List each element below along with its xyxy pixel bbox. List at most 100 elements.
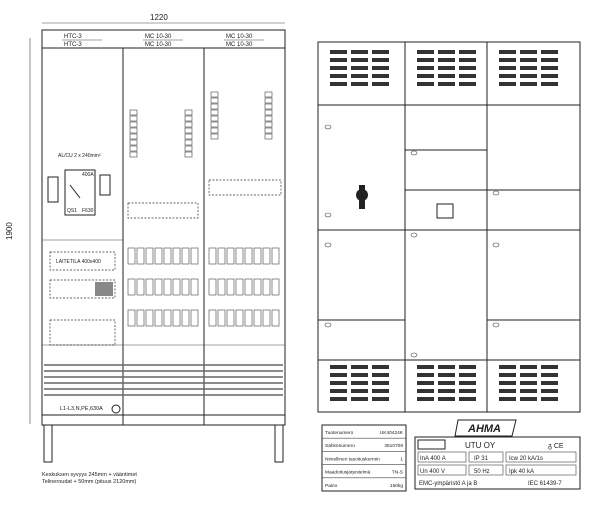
device-space: LAITETILA 400x400 — [49, 251, 116, 346]
vent-slot — [520, 389, 537, 393]
vent-slot — [417, 82, 434, 86]
svg-text:HTC-3: HTC-3 — [64, 34, 82, 40]
breaker — [262, 309, 271, 327]
breaker — [136, 278, 145, 296]
breaker — [208, 278, 217, 296]
vent-slot — [330, 397, 347, 401]
vent-slot — [438, 389, 455, 393]
vent-slot — [351, 66, 368, 70]
vent-slot — [372, 58, 389, 62]
info-label: Nimellinen tasoituskerroin — [325, 456, 380, 462]
vent-slot — [351, 365, 368, 369]
breaker — [244, 247, 253, 265]
info-value: 3510708 — [384, 443, 403, 449]
vent-slot — [438, 365, 455, 369]
breaker — [253, 309, 262, 327]
breaker — [181, 247, 190, 265]
vent-slot — [372, 82, 389, 86]
vent-slot — [459, 397, 476, 401]
terminal — [210, 103, 219, 110]
breaker — [217, 309, 226, 327]
vent-slot — [351, 50, 368, 54]
vent-slot — [541, 50, 558, 54]
breaker — [127, 309, 136, 327]
vent-slot — [499, 389, 516, 393]
vent-slot — [372, 389, 389, 393]
terminal — [129, 115, 138, 122]
vent-slot — [438, 381, 455, 385]
breaker — [271, 278, 280, 296]
svg-text:AL/CU 2 x 240mm²: AL/CU 2 x 240mm² — [58, 153, 101, 159]
terminal — [129, 121, 138, 128]
vent-slot — [330, 82, 347, 86]
svg-text:MC 10-30: MC 10-30 — [226, 42, 253, 48]
svg-text:LAITETILA 400x400: LAITETILA 400x400 — [56, 259, 101, 265]
breaker — [145, 247, 154, 265]
vent-slot — [520, 74, 537, 78]
vent-slot — [438, 66, 455, 70]
breaker — [172, 309, 181, 327]
svg-text:UTU OY: UTU OY — [465, 441, 496, 450]
vent-slot — [499, 82, 516, 86]
terminal — [210, 127, 219, 134]
vent-slot — [330, 66, 347, 70]
vent-slot — [351, 373, 368, 377]
breaker — [163, 247, 172, 265]
vent-slot — [459, 389, 476, 393]
terminal — [210, 97, 219, 104]
breaker — [217, 278, 226, 296]
terminal — [184, 151, 193, 158]
breaker — [271, 309, 280, 327]
lock-icon — [492, 322, 500, 328]
terminal — [184, 139, 193, 146]
terminal — [264, 109, 273, 116]
vent-slot — [520, 50, 537, 54]
terminal — [184, 127, 193, 134]
breaker — [208, 247, 217, 265]
svg-text:IEC 61439-7: IEC 61439-7 — [528, 481, 562, 487]
info-label: Maadoitusjärjestelmä — [325, 470, 371, 476]
din-rail — [127, 202, 199, 219]
terminal — [184, 109, 193, 116]
terminal — [264, 103, 273, 110]
vent-slot — [459, 365, 476, 369]
svg-text:ᵹ CE: ᵹ CE — [548, 443, 564, 450]
breaker — [235, 278, 244, 296]
breaker — [262, 278, 271, 296]
terminal — [264, 133, 273, 140]
lock-icon — [492, 242, 500, 248]
svg-text:Icw 20 kA/1s: Icw 20 kA/1s — [509, 456, 543, 462]
vent-slot — [351, 58, 368, 62]
vent-slot — [417, 397, 434, 401]
breaker — [136, 309, 145, 327]
vent-slot — [541, 373, 558, 377]
vent-slot — [459, 66, 476, 70]
vent-slot — [438, 50, 455, 54]
vent-slot — [330, 365, 347, 369]
vent-slot — [351, 74, 368, 78]
terminal — [264, 115, 273, 122]
terminal — [129, 139, 138, 146]
breaker — [163, 278, 172, 296]
vent-slot — [438, 58, 455, 62]
vent-slot — [459, 381, 476, 385]
vent-slot — [541, 389, 558, 393]
vent-slot — [499, 50, 516, 54]
breaker — [181, 278, 190, 296]
vent-slot — [541, 397, 558, 401]
vent-slot — [417, 50, 434, 54]
lock-icon — [324, 322, 332, 328]
vent-slot — [520, 66, 537, 70]
vent-slot — [330, 381, 347, 385]
breaker — [253, 247, 262, 265]
terminal — [184, 133, 193, 140]
lock-icon — [410, 352, 418, 358]
vent-slot — [351, 397, 368, 401]
vent-slot — [351, 82, 368, 86]
busbars — [44, 364, 283, 396]
vent-slot — [459, 373, 476, 377]
vent-slot — [330, 74, 347, 78]
terminal — [184, 115, 193, 122]
width-dimension: 1220 — [42, 13, 285, 24]
